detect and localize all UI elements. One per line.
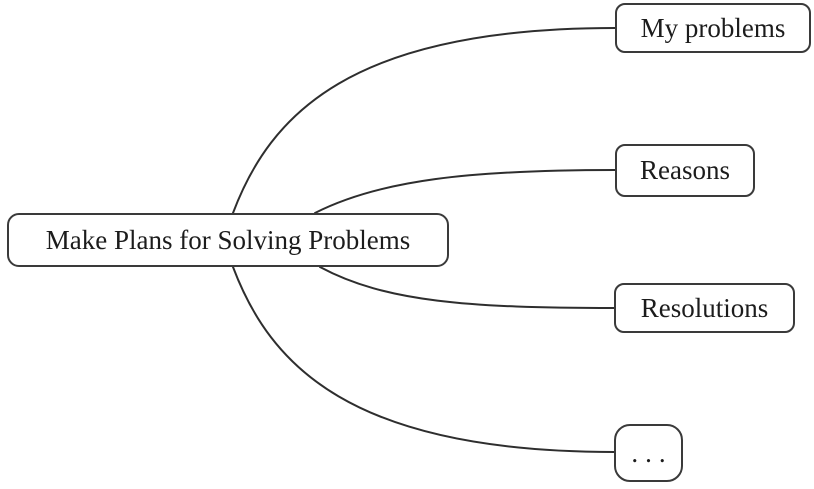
connector-root-to-resolutions (319, 266, 615, 309)
node-ellipsis-label: ... (631, 437, 673, 468)
node-resolutions-label: Resolutions (640, 292, 769, 323)
node-resolutions: Resolutions (614, 283, 795, 333)
node-root-label: Make Plans for Solving Problems (45, 224, 411, 255)
connector-root-to-reasons (314, 169, 616, 214)
connector-root-to-my-problems (232, 27, 616, 214)
node-ellipsis: ... (614, 424, 683, 482)
node-reasons: Reasons (615, 144, 755, 197)
node-reasons-label: Reasons (640, 155, 730, 185)
node-my-problems-label: My problems (640, 12, 786, 43)
node-my-problems: My problems (615, 3, 811, 53)
connector-root-to-ellipsis (232, 266, 615, 453)
node-root: Make Plans for Solving Problems (7, 213, 449, 267)
